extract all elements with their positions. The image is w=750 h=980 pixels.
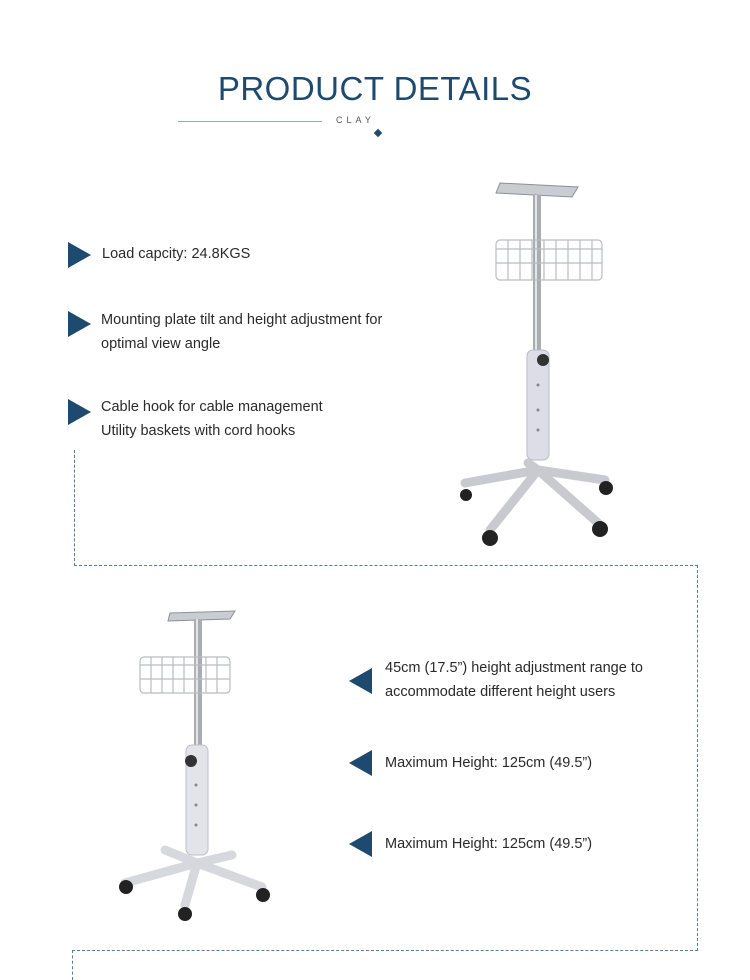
feature-height-range: 45cm (17.5”) height adjustment range to … [385, 656, 643, 704]
feature-max-height: Maximum Height: 125cm (49.5”) [385, 751, 592, 775]
feature-max-height: Maximum Height: 125cm (49.5”) [385, 832, 592, 856]
triangle-bullet-icon [68, 399, 91, 425]
feature-load-capacity: Load capcity: 24.8KGS [102, 242, 250, 266]
dashed-frame-right [697, 565, 698, 951]
monitor-stand-image [119, 610, 270, 921]
feature-line: Cable hook for cable management [101, 399, 323, 415]
dashed-frame-bottom [74, 565, 698, 566]
brand-label: CLAY [336, 115, 375, 125]
dashed-frame-left [74, 450, 75, 566]
feature-line: 45cm (17.5”) height adjustment range to [385, 660, 643, 676]
feature-line: Mounting plate tilt and height adjustmen… [101, 312, 383, 328]
feature-cable-hook: Cable hook for cable management Utility … [101, 395, 323, 443]
triangle-bullet-icon [349, 668, 372, 694]
monitor-stand-image [460, 182, 613, 546]
triangle-bullet-icon [349, 750, 372, 776]
feature-line: optimal view angle [101, 336, 221, 352]
feature-line: Maximum Height: 125cm (49.5”) [385, 755, 593, 771]
triangle-bullet-icon [68, 242, 91, 268]
diamond-icon [373, 128, 383, 138]
feature-line: Maximum Height: 125cm (49.5”) [385, 836, 593, 852]
feature-line: Load capcity: 24.8KGS [102, 246, 251, 262]
feature-line: accommodate different height users [385, 684, 616, 700]
triangle-bullet-icon [68, 311, 91, 337]
page-title: PRODUCT DETAILS [217, 70, 533, 107]
title-divider [178, 121, 322, 122]
dashed-frame-bottom [72, 950, 698, 951]
feature-line: Utility baskets with cord hooks [101, 423, 296, 439]
feature-mounting-plate: Mounting plate tilt and height adjustmen… [101, 308, 382, 356]
dashed-frame-left [72, 950, 73, 980]
triangle-bullet-icon [349, 831, 372, 857]
